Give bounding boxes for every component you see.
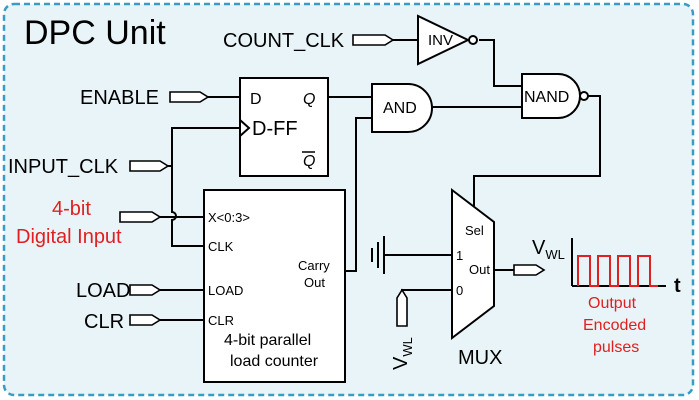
nand-label: NAND: [524, 89, 569, 106]
counter-clk-port: CLK: [208, 239, 234, 254]
dpc-unit-panel: [2, 2, 695, 397]
inverter-gate: INV: [417, 14, 478, 66]
nand-gate: NAND: [521, 73, 589, 119]
input-clk-label: INPUT_CLK: [8, 156, 119, 178]
inv-label: INV: [428, 32, 453, 49]
counter-name-1: 4-bit parallel: [224, 332, 311, 349]
counter-carry-label-2: Out: [304, 275, 325, 290]
multiplexer: Sel 1 Out 0 MUX: [451, 187, 502, 369]
wire-carry-and: [345, 117, 372, 272]
dff-name-label: D-FF: [252, 118, 298, 140]
digital-input-pin: [119, 211, 162, 223]
and-label: AND: [383, 100, 417, 117]
digital-input-label-1: 4-bit: [52, 198, 91, 220]
mux-out-label: Out: [469, 262, 490, 277]
counter-name-2: load counter: [230, 353, 319, 370]
mux-name-label: MUX: [458, 347, 502, 369]
dff-q-label: Q: [303, 91, 315, 108]
input-pins: [119, 34, 546, 327]
vwl-output-pin: [513, 264, 546, 276]
counter-carry-label-1: Carry: [298, 258, 330, 273]
enable-label: ENABLE: [80, 87, 159, 109]
mux-in0-label: 0: [456, 283, 463, 298]
enable-pin: [169, 91, 210, 103]
vwl-input-label: VWL: [390, 337, 415, 370]
and-gate: AND: [371, 83, 433, 133]
digital-input-label-2: Digital Input: [16, 226, 122, 248]
clr-pin: [129, 314, 162, 326]
counter-load-port: LOAD: [208, 283, 243, 298]
parallel-load-counter: X<0:3> CLK LOAD CLR Carry Out 4-bit para…: [203, 189, 346, 383]
vwl-output-label: VWL: [532, 237, 565, 262]
mux-in1-label: 1: [456, 248, 463, 263]
vwl-output-main: V: [532, 237, 546, 259]
encoded-pulse-train: [577, 255, 658, 287]
output-label-2: Encoded: [583, 317, 646, 334]
mux-sel-label: Sel: [465, 223, 484, 238]
vwl-input-pin: [396, 288, 408, 327]
output-label-1: Output: [588, 295, 637, 312]
wire-nand-sel: [473, 95, 601, 206]
load-pin: [129, 284, 162, 296]
load-label: LOAD: [76, 280, 130, 302]
vwl-output-sub: WL: [545, 247, 565, 262]
counter-clr-port: CLR: [208, 313, 234, 328]
svg-text:VWL: VWL: [390, 337, 415, 370]
diagram-title: DPC Unit: [24, 14, 166, 52]
count-clk-pin: [352, 34, 395, 46]
input-clk-pin: [129, 160, 170, 172]
dff-d-label: D: [250, 91, 262, 108]
wire-inv-nand: [479, 39, 522, 87]
count-clk-label: COUNT_CLK: [223, 30, 345, 52]
clr-label: CLR: [84, 311, 124, 333]
vwl-input-main: V: [390, 356, 412, 370]
output-waveform: t: [571, 238, 681, 297]
ground-symbol: [371, 236, 385, 274]
output-label-3: pulses: [593, 339, 639, 356]
d-flip-flop: D Q D-FF Q: [239, 77, 329, 177]
counter-x-port: X<0:3>: [208, 210, 250, 225]
dff-qbar-label: Q: [303, 153, 315, 170]
vwl-input-sub: WL: [400, 337, 415, 357]
time-axis-label: t: [674, 275, 681, 297]
